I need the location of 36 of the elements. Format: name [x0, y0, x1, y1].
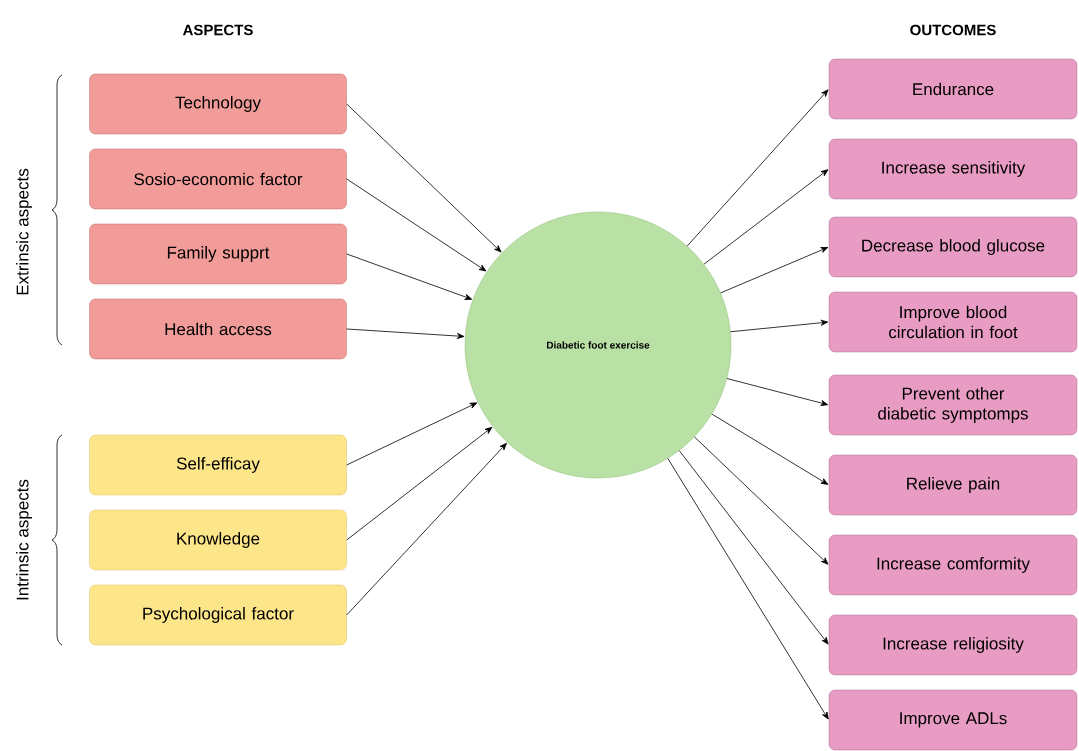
outcome-box: Increase sensitivity — [828, 138, 1078, 200]
arrow — [730, 319, 829, 333]
arrow — [694, 436, 829, 565]
factor-box: Health access — [89, 298, 347, 360]
factor-box: Sosio-economic factor — [89, 148, 347, 210]
arrow — [678, 450, 829, 645]
group-label: Extrinsic aspects — [16, 168, 32, 295]
outcome-box: Prevent other diabetic symptomps — [828, 374, 1078, 436]
arrow — [703, 169, 829, 265]
outcome-box: Increase religiosity — [828, 614, 1078, 676]
arrow — [346, 442, 507, 616]
factor-box: Knowledge — [89, 509, 347, 571]
outcome-box: Endurance — [828, 58, 1078, 120]
arrow — [726, 378, 829, 406]
arrow — [667, 458, 829, 720]
factor-box: Technology — [89, 73, 347, 135]
outcome-box: Relieve pain — [828, 454, 1078, 516]
arrow — [346, 178, 487, 272]
column-heading: ASPECTS — [182, 24, 253, 36]
outcome-box: Increase comformity — [828, 534, 1078, 596]
arrow — [346, 328, 465, 339]
outcome-box: Decrease blood glucose — [828, 216, 1078, 278]
arrow — [686, 89, 829, 247]
factor-box: Self-efficay — [89, 434, 347, 496]
column-heading: OUTCOMES — [910, 24, 996, 36]
arrow — [711, 413, 829, 485]
arrow — [346, 103, 502, 253]
arrow — [346, 253, 473, 300]
arrow — [346, 402, 478, 466]
group-label: Intrinsic aspects — [16, 479, 32, 600]
outcome-box: Improve blood circulation in foot — [828, 291, 1078, 353]
factor-box: Psychological factor — [89, 584, 347, 646]
arrow — [720, 247, 829, 294]
factor-box: Family supprt — [89, 223, 347, 285]
arrow — [346, 426, 493, 541]
outcome-box: Improve ADLs — [828, 689, 1078, 751]
